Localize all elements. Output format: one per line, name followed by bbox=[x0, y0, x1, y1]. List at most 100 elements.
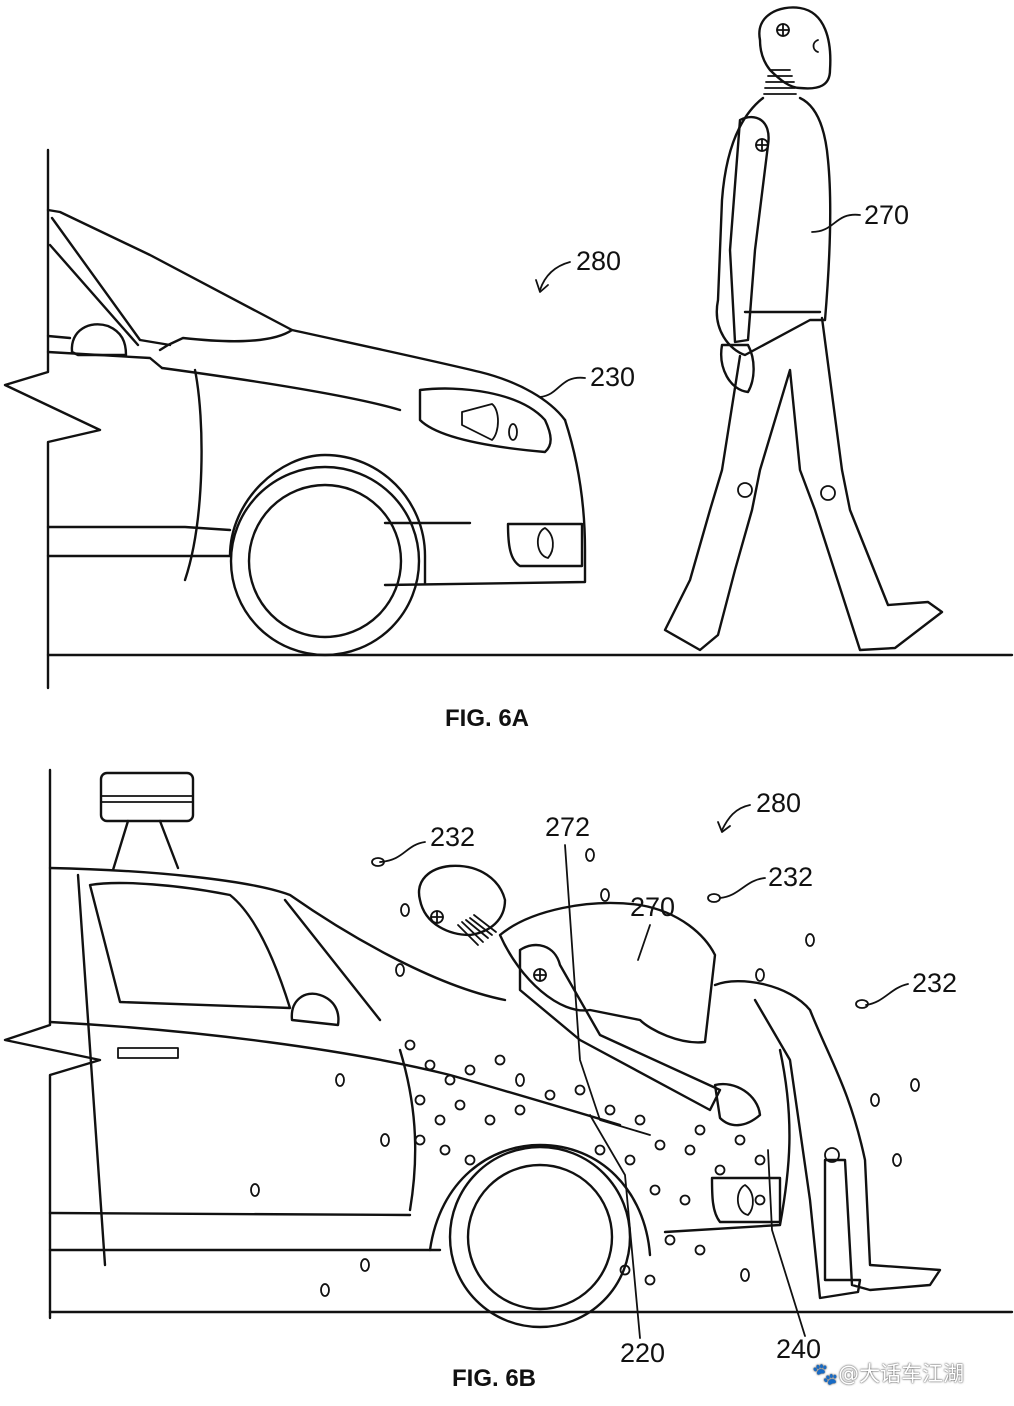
tire bbox=[229, 465, 421, 657]
break-line-left-6b bbox=[3, 768, 102, 1320]
debris-particles bbox=[250, 848, 920, 1297]
vehicle bbox=[46, 208, 587, 657]
adhesive-dot bbox=[754, 1194, 766, 1206]
bumper-front bbox=[383, 418, 587, 587]
adhesive-dot bbox=[684, 1144, 696, 1156]
ref-232-c: 232 bbox=[912, 968, 957, 998]
rim-6b bbox=[466, 1163, 614, 1311]
debris-particle bbox=[320, 1283, 330, 1297]
adhesive-dot bbox=[694, 1244, 706, 1256]
adhesive-dot bbox=[494, 1054, 506, 1066]
roof-sensor bbox=[99, 771, 195, 872]
side-mirror-6b bbox=[290, 992, 340, 1027]
adhesive-dot bbox=[454, 1099, 466, 1111]
ref-270-6a: 270 bbox=[864, 200, 909, 230]
adhesive-dot bbox=[424, 1059, 436, 1071]
adhesive-dot bbox=[654, 1139, 666, 1151]
adhesive-dot bbox=[464, 1064, 476, 1076]
adhesive-dot bbox=[714, 1164, 726, 1176]
adhesive-dot bbox=[604, 1104, 616, 1116]
dummy-arm bbox=[728, 115, 770, 344]
adhesive-dot bbox=[464, 1154, 476, 1166]
figure-caption-6b: FIG. 6B bbox=[452, 1365, 536, 1392]
figure-6b: 280 232 272 232 270 232 220 240 FIG. 6B bbox=[3, 768, 1014, 1392]
dummy-legs-6b bbox=[713, 979, 942, 1300]
side-mirror bbox=[70, 323, 128, 357]
debris-particle bbox=[395, 963, 405, 977]
debris-particle bbox=[380, 1133, 390, 1147]
adhesive-dot bbox=[544, 1089, 556, 1101]
adhesive-dot bbox=[594, 1144, 606, 1156]
debris-particle bbox=[600, 888, 610, 902]
ref-280-6b: 280 bbox=[756, 788, 801, 818]
adhesive-dot bbox=[649, 1184, 661, 1196]
figure-6a: 280 230 270 FIG. 6A bbox=[3, 6, 1014, 732]
dummy-head-6b bbox=[417, 864, 507, 937]
wheel-arch bbox=[228, 453, 427, 585]
adhesive-dot bbox=[754, 1154, 766, 1166]
vehicle-6b bbox=[48, 866, 791, 1329]
roofline bbox=[48, 866, 507, 1002]
adhesive-dot bbox=[634, 1114, 646, 1126]
break-line-left bbox=[3, 148, 102, 690]
debris-particle bbox=[400, 903, 410, 917]
pedestrian-dummy-6b bbox=[417, 864, 942, 1300]
adhesive-dot bbox=[619, 1264, 631, 1276]
debris-particle bbox=[335, 1073, 345, 1087]
debris-particle bbox=[892, 1153, 902, 1167]
baidu-paw-icon: 🐾 bbox=[812, 1362, 839, 1386]
fog-light bbox=[506, 522, 584, 568]
debris-particle bbox=[515, 1073, 525, 1087]
adhesive-dot bbox=[404, 1039, 416, 1051]
adhesive-dot bbox=[694, 1124, 706, 1136]
front-fascia-6b bbox=[663, 1048, 791, 1234]
ref-240: 240 bbox=[776, 1334, 821, 1364]
side-window bbox=[88, 881, 292, 1010]
debris-particle bbox=[755, 968, 765, 982]
debris-particle bbox=[805, 933, 815, 947]
adhesive-dot bbox=[414, 1094, 426, 1106]
figure-caption-6a: FIG. 6A bbox=[445, 705, 529, 732]
pedestrian-dummy bbox=[663, 6, 944, 652]
dummy-torso bbox=[715, 96, 832, 357]
adhesive-dot bbox=[734, 1134, 746, 1146]
watermark-text: @大话车江湖 bbox=[838, 1362, 965, 1386]
ref-232-a: 232 bbox=[430, 822, 475, 852]
adhesive-dot bbox=[484, 1114, 496, 1126]
adhesive-dot bbox=[664, 1234, 676, 1246]
tire-6b bbox=[448, 1145, 632, 1329]
debris-particle bbox=[910, 1078, 920, 1092]
rim bbox=[247, 483, 403, 639]
ref-272: 272 bbox=[545, 812, 590, 842]
debris-particle bbox=[870, 1093, 880, 1107]
headlight bbox=[418, 387, 552, 454]
dummy-fist-6b bbox=[713, 1082, 762, 1127]
adhesive-dot bbox=[574, 1084, 586, 1096]
dummy-torso-6b bbox=[498, 901, 717, 1044]
wheel-arch-6b bbox=[428, 1143, 652, 1257]
adhesive-dot bbox=[624, 1154, 636, 1166]
ref-230: 230 bbox=[590, 362, 635, 392]
reference-labels-6a: 280 230 270 bbox=[535, 200, 909, 398]
ref-270-6b: 270 bbox=[630, 892, 675, 922]
adhesive-dots bbox=[404, 1039, 766, 1286]
windshield bbox=[46, 208, 294, 352]
dummy-legs bbox=[663, 316, 944, 652]
adhesive-dot bbox=[514, 1104, 526, 1116]
debris-particle bbox=[585, 848, 595, 862]
adhesive-dot bbox=[414, 1134, 426, 1146]
ref-280-6a: 280 bbox=[576, 246, 621, 276]
adhesive-dot bbox=[444, 1074, 456, 1086]
fog-light-6b bbox=[710, 1176, 782, 1224]
ref-232-b: 232 bbox=[768, 862, 813, 892]
adhesive-dot bbox=[679, 1194, 691, 1206]
debris-particle bbox=[360, 1258, 370, 1272]
reference-labels-6b: 280 232 272 232 270 232 220 240 bbox=[371, 788, 957, 1368]
adhesive-dot bbox=[644, 1274, 656, 1286]
debris-particle bbox=[250, 1183, 260, 1197]
adhesive-dot bbox=[434, 1114, 446, 1126]
adhesive-dot bbox=[439, 1144, 451, 1156]
dummy-fist bbox=[720, 343, 755, 394]
dummy-arm-6b bbox=[518, 943, 722, 1112]
